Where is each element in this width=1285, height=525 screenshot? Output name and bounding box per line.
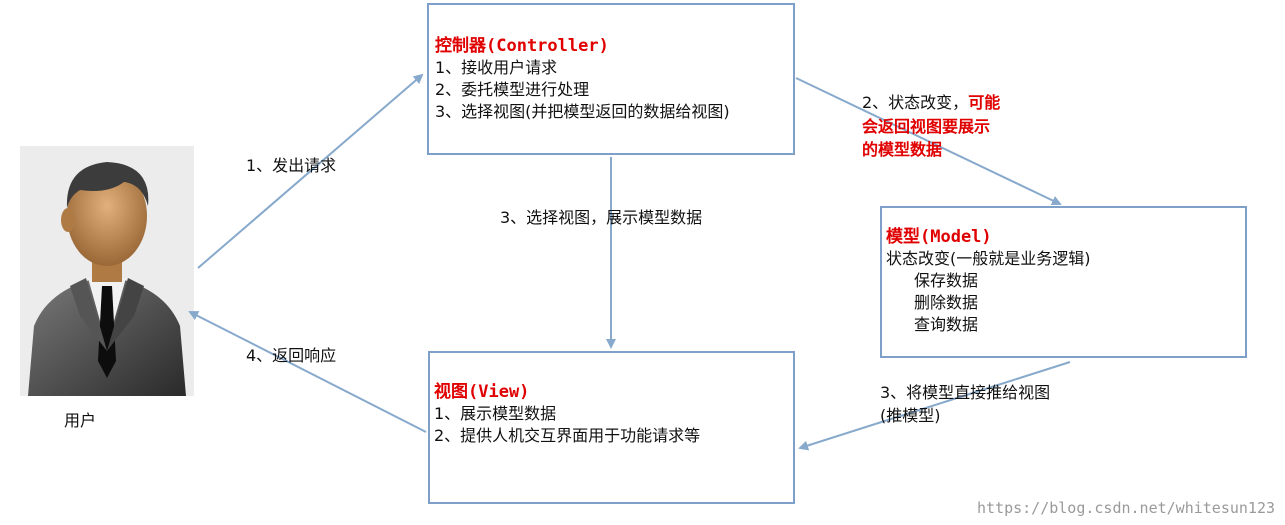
model-line: 保存数据 bbox=[914, 271, 979, 290]
view-box: 视图(View) 1、展示模型数据 2、提供人机交互界面用于功能请求等 bbox=[428, 351, 795, 504]
controller-title: 控制器(Controller) bbox=[435, 36, 609, 56]
watermark: https://blog.csdn.net/whitesun123 bbox=[976, 499, 1275, 517]
model-line: 删除数据 bbox=[914, 293, 979, 312]
view-title: 视图(View) bbox=[434, 382, 530, 402]
user-figure bbox=[20, 146, 194, 396]
edge-label-state-change: 2、状态改变，可能 bbox=[862, 92, 1000, 114]
view-line: 1、展示模型数据 bbox=[434, 404, 557, 423]
edge-label-push-model-line2: (推模型) bbox=[880, 406, 941, 425]
user-icon bbox=[28, 162, 186, 396]
user-label: 用户 bbox=[64, 411, 97, 430]
edge-label-state-change-line3: 的模型数据 bbox=[862, 140, 943, 159]
controller-box: 控制器(Controller) 1、接收用户请求 2、委托模型进行处理 3、选择… bbox=[427, 3, 795, 155]
model-box: 模型(Model) 状态改变(一般就是业务逻辑) 保存数据 删除数据 查询数据 bbox=[880, 206, 1247, 358]
model-title: 模型(Model) bbox=[886, 227, 992, 247]
arrow-push-model bbox=[798, 361, 1071, 451]
view-line: 2、提供人机交互界面用于功能请求等 bbox=[434, 426, 701, 445]
edge-label-state-change-highlight: 可能 bbox=[968, 93, 1001, 112]
model-line: 状态改变(一般就是业务逻辑) bbox=[886, 249, 1091, 268]
controller-line: 2、委托模型进行处理 bbox=[435, 80, 590, 99]
controller-line: 1、接收用户请求 bbox=[435, 58, 558, 77]
edge-label-return-response: 4、返回响应 bbox=[246, 346, 337, 365]
arrow-state-change bbox=[795, 77, 1062, 206]
model-line: 查询数据 bbox=[914, 315, 979, 334]
edge-label-send-request: 1、发出请求 bbox=[246, 156, 337, 175]
edge-label-state-change-line2: 会返回视图要展示 bbox=[862, 117, 991, 136]
arrow-return-response bbox=[188, 311, 427, 433]
edge-label-select-view: 3、选择视图，展示模型数据 bbox=[500, 208, 703, 227]
edge-label-state-change-prefix: 2、状态改变， bbox=[862, 93, 969, 112]
controller-line: 3、选择视图(并把模型返回的数据给视图) bbox=[435, 102, 730, 121]
edge-label-push-model: 3、将模型直接推给视图 bbox=[880, 383, 1051, 402]
arrow-send-request bbox=[197, 73, 424, 269]
